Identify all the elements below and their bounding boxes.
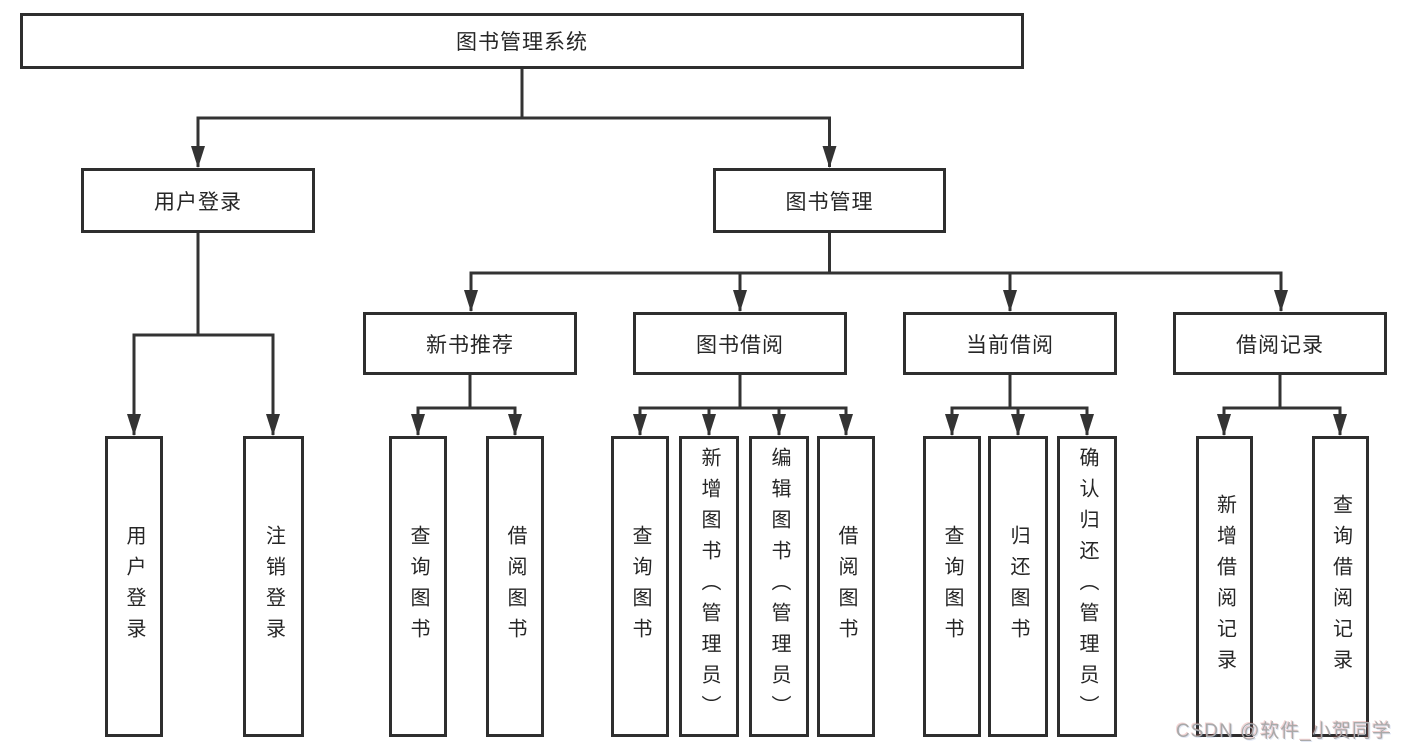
node-label: 查询图书 bbox=[941, 524, 963, 649]
leaf-borrowing-borrow-books: 借阅图书 bbox=[817, 436, 875, 737]
node-label: 查询图书 bbox=[407, 524, 429, 649]
node-label: 用户登录 bbox=[154, 190, 242, 214]
node-label: 新书推荐 bbox=[426, 333, 514, 357]
node-label: 归还图书 bbox=[1007, 524, 1029, 649]
leaf-current-return-books: 归还图书 bbox=[988, 436, 1048, 737]
node-label: 图书借阅 bbox=[696, 333, 784, 357]
node-label: 编辑图书（管理员） bbox=[768, 447, 790, 726]
node-library-management-system: 图书管理系统 bbox=[20, 13, 1024, 69]
node-book-management: 图书管理 bbox=[713, 168, 946, 233]
leaf-current-query-books: 查询图书 bbox=[923, 436, 981, 737]
node-label: 查询借阅记录 bbox=[1329, 493, 1352, 680]
leaf-logout: 注销登录 bbox=[243, 436, 304, 737]
node-user-login: 用户登录 bbox=[81, 168, 315, 233]
leaf-borrowing-edit-books-admin: 编辑图书（管理员） bbox=[749, 436, 809, 737]
node-book-borrowing: 图书借阅 bbox=[633, 312, 847, 375]
node-label: 当前借阅 bbox=[966, 333, 1054, 357]
node-borrowing-records: 借阅记录 bbox=[1173, 312, 1387, 375]
leaf-borrowing-add-books-admin: 新增图书（管理员） bbox=[679, 436, 739, 737]
node-new-book-recommend: 新书推荐 bbox=[363, 312, 577, 375]
node-label: 用户登录 bbox=[123, 524, 145, 649]
node-label: 新增图书（管理员） bbox=[698, 447, 720, 726]
node-label: 借阅图书 bbox=[835, 524, 857, 649]
leaf-user-login: 用户登录 bbox=[105, 436, 163, 737]
leaf-borrowing-query-books: 查询图书 bbox=[611, 436, 669, 737]
node-label: 借阅记录 bbox=[1236, 333, 1324, 357]
leaf-recommend-query-books: 查询图书 bbox=[389, 436, 447, 737]
node-label: 注销登录 bbox=[262, 524, 285, 649]
node-label: 图书管理 bbox=[785, 190, 874, 214]
node-label: 借阅图书 bbox=[504, 524, 526, 649]
node-label: 确认归还（管理员） bbox=[1076, 447, 1098, 726]
csdn-watermark: CSDN @软件_小贺同学 bbox=[1176, 721, 1392, 742]
node-label: 查询图书 bbox=[629, 524, 651, 649]
leaf-recommend-borrow-books: 借阅图书 bbox=[486, 436, 544, 737]
leaf-records-query-record: 查询借阅记录 bbox=[1312, 436, 1369, 737]
node-label: 图书管理系统 bbox=[456, 31, 588, 54]
leaf-current-confirm-return-admin: 确认归还（管理员） bbox=[1057, 436, 1117, 737]
leaf-records-add-record: 新增借阅记录 bbox=[1196, 436, 1253, 737]
node-label: 新增借阅记录 bbox=[1213, 493, 1236, 680]
node-current-borrowing: 当前借阅 bbox=[903, 312, 1117, 375]
